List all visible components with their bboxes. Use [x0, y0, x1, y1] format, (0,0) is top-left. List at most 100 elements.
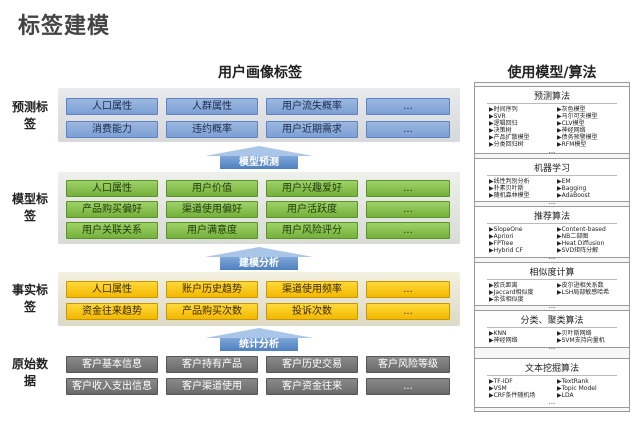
algo-box-recommendation: 推荐算法 ▶SlopeOne ▶Apriori ▶FPTree ▶Hybrid …	[474, 206, 630, 261]
algo-item: ▶灰色模型	[557, 106, 586, 113]
algo-item: ▶TextRank	[557, 378, 589, 385]
algo-item: ▶KNN	[489, 330, 507, 337]
raw-cell: 客户渠道使用	[166, 378, 258, 395]
algo-item: ▶RFM模型	[557, 141, 587, 148]
algo-more: ...	[548, 343, 556, 351]
predict-cell: 违约概率	[166, 121, 258, 138]
algo-box-title: 推荐算法	[533, 212, 570, 222]
model-cell: ...	[366, 180, 450, 197]
algo-item: ▶Heat Diffusion	[557, 240, 605, 247]
algo-item: ▶AdaBoost	[557, 192, 591, 199]
fact-cell: 产品购买次数	[166, 303, 258, 320]
algo-item: ▶Topic Model	[557, 385, 597, 392]
algo-box-text-mining: 文本挖掘算法 ▶TF-IDF ▶VSM ▶CRF条件随机场 ▶TextRank …	[474, 358, 630, 408]
algo-item: ▶CRF条件随机场	[489, 392, 536, 399]
algo-item: ▶马尔可夫模型	[557, 113, 598, 120]
model-cell: 渠道使用偏好	[166, 201, 258, 218]
algo-item: ▶SVD矩阵分解	[557, 247, 599, 254]
main-title: 用户画像标签	[218, 65, 302, 81]
raw-cell: 客户风险等级	[366, 356, 450, 373]
raw-cell: 客户资金往来	[266, 378, 358, 395]
fact-cell: ...	[366, 303, 450, 320]
model-cell: ...	[366, 222, 450, 239]
algo-box-machine-learning: 机器学习 ▶线性判别分析 ▶朴素贝叶斯 ▶随机森林模型 ▶EM ▶Bagging…	[474, 158, 630, 206]
algo-box-title: 机器学习	[533, 164, 570, 174]
row-label-model: 模型标签	[11, 192, 48, 223]
model-cell: 产品购买偏好	[66, 201, 158, 218]
raw-cell: 客户历史交易	[266, 356, 358, 373]
algo-item: ▶欧氏距离	[489, 282, 518, 289]
algo-item: ▶VSM	[489, 385, 507, 392]
algo-item: ▶时间序列	[489, 106, 518, 113]
fact-cell: 人口属性	[66, 281, 158, 298]
raw-cell: 客户基本信息	[66, 356, 158, 373]
algo-box-title: 预测算法	[533, 92, 570, 102]
algo-item: ▶神经网络	[489, 337, 518, 344]
predict-cell: 消费能力	[66, 121, 158, 138]
predict-cell: ...	[366, 121, 450, 138]
raw-cell: 客户收入支出信息	[66, 378, 158, 395]
arrow-statistical-analysis: 统计分析	[205, 328, 313, 351]
arrow-label: 统计分析	[220, 338, 298, 351]
row-label-predict: 预测标签	[11, 100, 48, 131]
algo-more: ...	[548, 302, 556, 310]
arrow-model-predict: 模型预测	[205, 146, 313, 169]
algo-item: ▶朴素贝叶斯	[489, 185, 524, 192]
arrow-modeling-analysis: 建模分析	[205, 247, 313, 270]
algo-item: ▶Jaccard相似度	[489, 289, 534, 296]
algo-item: ▶CLV模型	[557, 120, 585, 127]
algo-box-prediction: 预测算法 ▶时间序列 ▶SVR ▶逻辑回归 ▶决策树 ▶产品扩散模型 ▶分类回归…	[474, 86, 630, 155]
algo-item: ▶SlopeOne	[489, 226, 523, 233]
row-label-fact: 事实标签	[11, 283, 48, 314]
algo-item: ▶SVM支持向量机	[557, 337, 605, 344]
algo-item: ▶分类回归树	[489, 141, 524, 148]
fact-cell: 账户历史趋势	[166, 281, 258, 298]
model-cell: 用户满意度	[166, 222, 258, 239]
page-title: 标签建模	[18, 14, 111, 39]
algo-box-similarity: 相似度计算 ▶欧氏距离 ▶Jaccard相似度 ▶余弦相似度 ▶皮尔逊相关系数 …	[474, 262, 630, 310]
algo-more: ...	[548, 198, 556, 206]
algo-item: ▶Content-based	[557, 226, 606, 233]
algo-item: ▶债务预警模型	[557, 134, 598, 141]
algo-item: ▶产品扩散模型	[489, 134, 530, 141]
raw-cell: ...	[366, 378, 450, 395]
algo-item: ▶EM	[557, 178, 571, 185]
algo-item: ▶SVR	[489, 113, 506, 120]
algo-box-title: 文本挖掘算法	[524, 364, 579, 374]
algo-item: ▶随机森林模型	[489, 192, 530, 199]
algo-more: ...	[548, 398, 556, 406]
model-cell: 用户价值	[166, 180, 258, 197]
algo-box-title: 分类、聚类算法	[520, 316, 584, 326]
algo-item: ▶NB二部图	[557, 233, 589, 240]
algo-item: ▶神经网络	[557, 127, 586, 134]
fact-cell: 投诉次数	[266, 303, 358, 320]
algo-item: ▶Hybrid CF	[489, 247, 523, 254]
model-cell: ...	[366, 201, 450, 218]
predict-cell: 用户流失概率	[266, 98, 358, 115]
algo-item: ▶Bagging	[557, 185, 587, 192]
model-cell: 用户关联关系	[66, 222, 158, 239]
predict-cell: 人口属性	[66, 98, 158, 115]
model-cell: 用户活跃度	[266, 201, 358, 218]
algo-item: ▶逻辑回归	[489, 120, 518, 127]
predict-cell: ...	[366, 98, 450, 115]
algo-item: ▶贝叶斯网络	[557, 330, 592, 337]
fact-cell: ...	[366, 281, 450, 298]
algo-item: ▶皮尔逊相关系数	[557, 282, 604, 289]
arrow-label: 模型预测	[220, 156, 298, 169]
fact-cell: 渠道使用频率	[266, 281, 358, 298]
algo-item: ▶线性判别分析	[489, 178, 530, 185]
algo-item: ▶余弦相似度	[489, 296, 524, 303]
fact-cell: 资金往来趋势	[66, 303, 158, 320]
arrow-label: 建模分析	[220, 257, 298, 270]
algo-more: ...	[548, 147, 556, 155]
algo-more: ...	[548, 253, 556, 261]
algo-item: ▶Apriori	[489, 233, 514, 240]
algo-item: ▶TF-IDF	[489, 378, 513, 385]
algo-item: ▶LDA	[557, 392, 574, 399]
algo-box-classification-clustering: 分类、聚类算法 ▶KNN ▶神经网络 ▶贝叶斯网络 ▶SVM支持向量机 ...	[474, 310, 630, 351]
side-title: 使用模型/算法	[507, 65, 597, 81]
algo-item: ▶FPTree	[489, 240, 514, 247]
algo-item: ▶决策树	[489, 127, 512, 134]
model-cell: 用户兴趣爱好	[266, 180, 358, 197]
